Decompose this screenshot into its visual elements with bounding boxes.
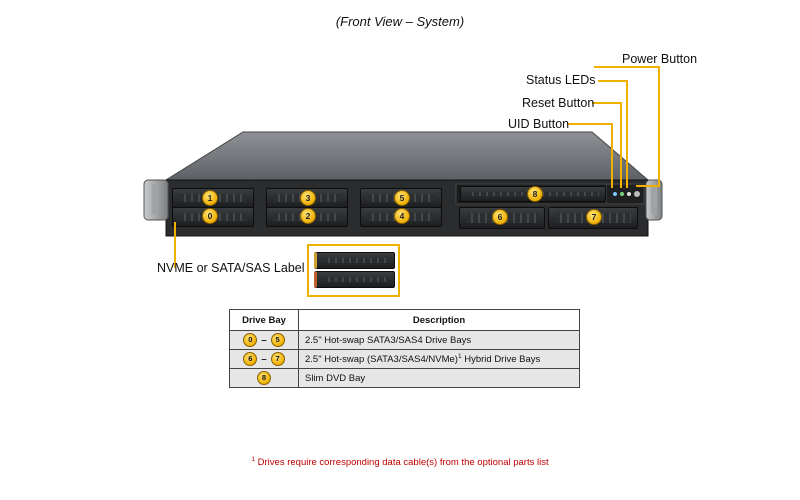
- bay-description: 2.5" Hot-swap SATA3/SAS4 Drive Bays: [298, 330, 580, 350]
- bay-badge-3: 3: [300, 190, 316, 206]
- footnote-ref: 1: [457, 352, 462, 360]
- nvme-label-text: NVME or SATA/SAS Label: [157, 261, 305, 275]
- bay-description: Slim DVD Bay: [298, 368, 580, 388]
- bay-badge-1: 1: [202, 190, 218, 206]
- uid-leader-v: [611, 123, 613, 188]
- inset-drive-bottom: [314, 271, 395, 288]
- power-button-label: Power Button: [622, 52, 698, 66]
- bay-badge-2: 2: [300, 208, 316, 224]
- bay-badge-5: 5: [394, 190, 410, 206]
- footnote-text: Drives require corresponding data cable(…: [255, 457, 549, 469]
- status-leader-h: [598, 80, 628, 82]
- power-leader-v: [658, 66, 660, 186]
- range-dash: –: [261, 334, 267, 346]
- drive-bay-table: Drive Bay Description 0–5 2.5" Hot-swap …: [229, 309, 580, 388]
- bay-range-cell: 0–5: [229, 330, 299, 350]
- reset-leader-v: [620, 102, 622, 188]
- nvme-leader-v: [174, 222, 176, 268]
- table-header-row: Drive Bay Description: [229, 309, 580, 331]
- table-row: 8 Slim DVD Bay: [229, 368, 580, 388]
- bay-description-main: 2.5" Hot-swap (SATA3/SAS4/NVMe): [305, 354, 458, 366]
- bay-range-cell: 6–7: [229, 349, 299, 369]
- bay-badge-8: 8: [527, 186, 543, 202]
- bay-range-start: 0: [243, 333, 258, 347]
- figure-title: (Front View – System): [335, 14, 465, 29]
- table-row: 6–7 2.5" Hot-swap (SATA3/SAS4/NVMe)1 Hyb…: [229, 349, 580, 369]
- bay-range-end: 5: [270, 333, 285, 347]
- bay-description-tail: Hybrid Drive Bays: [461, 354, 541, 366]
- reset-button-label: Reset Button: [522, 96, 595, 110]
- power-leader-tip: [636, 185, 660, 187]
- bay-range-end: 7: [270, 352, 285, 366]
- bay-badge-4: 4: [394, 208, 410, 224]
- reset-leader-h: [592, 102, 622, 104]
- bay-range-cell: 8: [229, 368, 299, 388]
- bay-single: 8: [257, 371, 271, 385]
- status-leds-label: Status LEDs: [526, 73, 596, 87]
- bay-description: 2.5" Hot-swap (SATA3/SAS4/NVMe)1 Hybrid …: [298, 349, 580, 369]
- inset-drive-top: [314, 252, 395, 269]
- bay-badge-6: 6: [492, 209, 508, 225]
- uid-leader-h: [567, 123, 613, 125]
- power-leader-h: [594, 66, 660, 68]
- label-inset: [307, 244, 400, 297]
- bay-range-start: 6: [243, 352, 258, 366]
- status-leader-v: [626, 80, 628, 188]
- footnote-marker: 1: [251, 456, 256, 463]
- footnote: 1 Drives require corresponding data cabl…: [0, 456, 800, 468]
- table-header-drive-bay: Drive Bay: [229, 309, 299, 331]
- bay-badge-0: 0: [202, 208, 218, 224]
- bay-badge-7: 7: [586, 209, 602, 225]
- uid-button-label: UID Button: [508, 117, 570, 131]
- table-row: 0–5 2.5" Hot-swap SATA3/SAS4 Drive Bays: [229, 330, 580, 350]
- table-header-description: Description: [298, 309, 580, 331]
- range-dash: –: [261, 353, 267, 365]
